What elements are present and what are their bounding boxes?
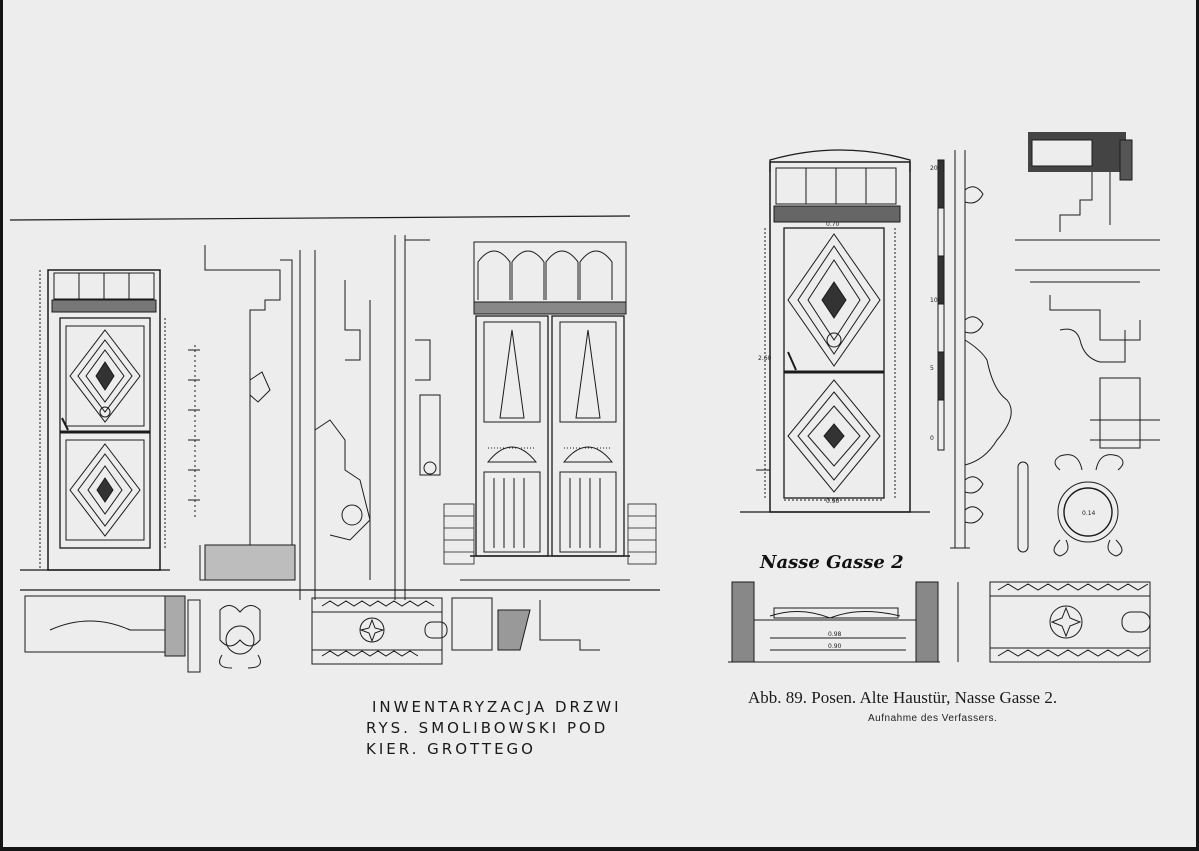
right-detail-sections: 0.14 bbox=[1015, 132, 1160, 557]
right-plan: 0.98 0.90 bbox=[728, 581, 940, 663]
scale-label-5: 5 bbox=[930, 365, 934, 372]
left-upper-diamond bbox=[65, 325, 145, 427]
brickwork bbox=[443, 503, 657, 565]
left-door-lower-panels bbox=[483, 471, 617, 553]
figure-caption: Abb. 89. Posen. Alte Haustür, Nasse Gass… bbox=[748, 688, 1058, 707]
handwritten-note-line1: INWENTARYZACJA DRZWI bbox=[372, 698, 622, 716]
right-lower-diamond bbox=[787, 379, 881, 493]
scale-label-0: 0 bbox=[930, 435, 934, 442]
dim-width-098: 0.98 bbox=[828, 631, 842, 638]
dim-width-090-plan: 0.90 bbox=[828, 643, 842, 650]
dim-height-260: 2.60 bbox=[758, 355, 772, 362]
right-door-elevation: 0.90 0.70 2.60 bbox=[740, 149, 930, 513]
dim-width-070: 0.70 bbox=[826, 221, 840, 228]
scale-label-10: 10 bbox=[930, 297, 938, 304]
right-upper-diamond bbox=[787, 233, 881, 367]
dim-ornament: 0.14 bbox=[1082, 510, 1096, 517]
scale-label-20: 20 bbox=[930, 165, 938, 172]
dim-width-090: 0.90 bbox=[826, 498, 840, 505]
photo-border-left bbox=[0, 0, 3, 851]
handwritten-note-line2: RYS. SMOLIBOWSKI POD bbox=[366, 719, 609, 737]
right-scale-bar: 20 10 5 0 bbox=[930, 159, 945, 451]
figure-caption-credit: Aufnahme des Verfassers. bbox=[868, 713, 998, 724]
handwritten-note-line3: KIER. GROTTEGO bbox=[366, 740, 536, 758]
sheet-top-line bbox=[9, 215, 631, 221]
left-door-elevation bbox=[20, 269, 200, 571]
photo-border-right bbox=[1196, 0, 1199, 851]
right-vertical-profile bbox=[950, 150, 1012, 549]
left-lower-diamond bbox=[65, 439, 145, 541]
left-plan-and-details bbox=[20, 589, 660, 673]
knocker-detail: 0.14 bbox=[1017, 454, 1124, 557]
left-double-door bbox=[443, 241, 657, 581]
right-frieze bbox=[957, 581, 1151, 663]
left-section-profiles bbox=[199, 235, 441, 600]
nasse-gasse-label: Nasse Gasse 2 bbox=[760, 552, 904, 573]
photo-border-bottom bbox=[0, 847, 1199, 851]
